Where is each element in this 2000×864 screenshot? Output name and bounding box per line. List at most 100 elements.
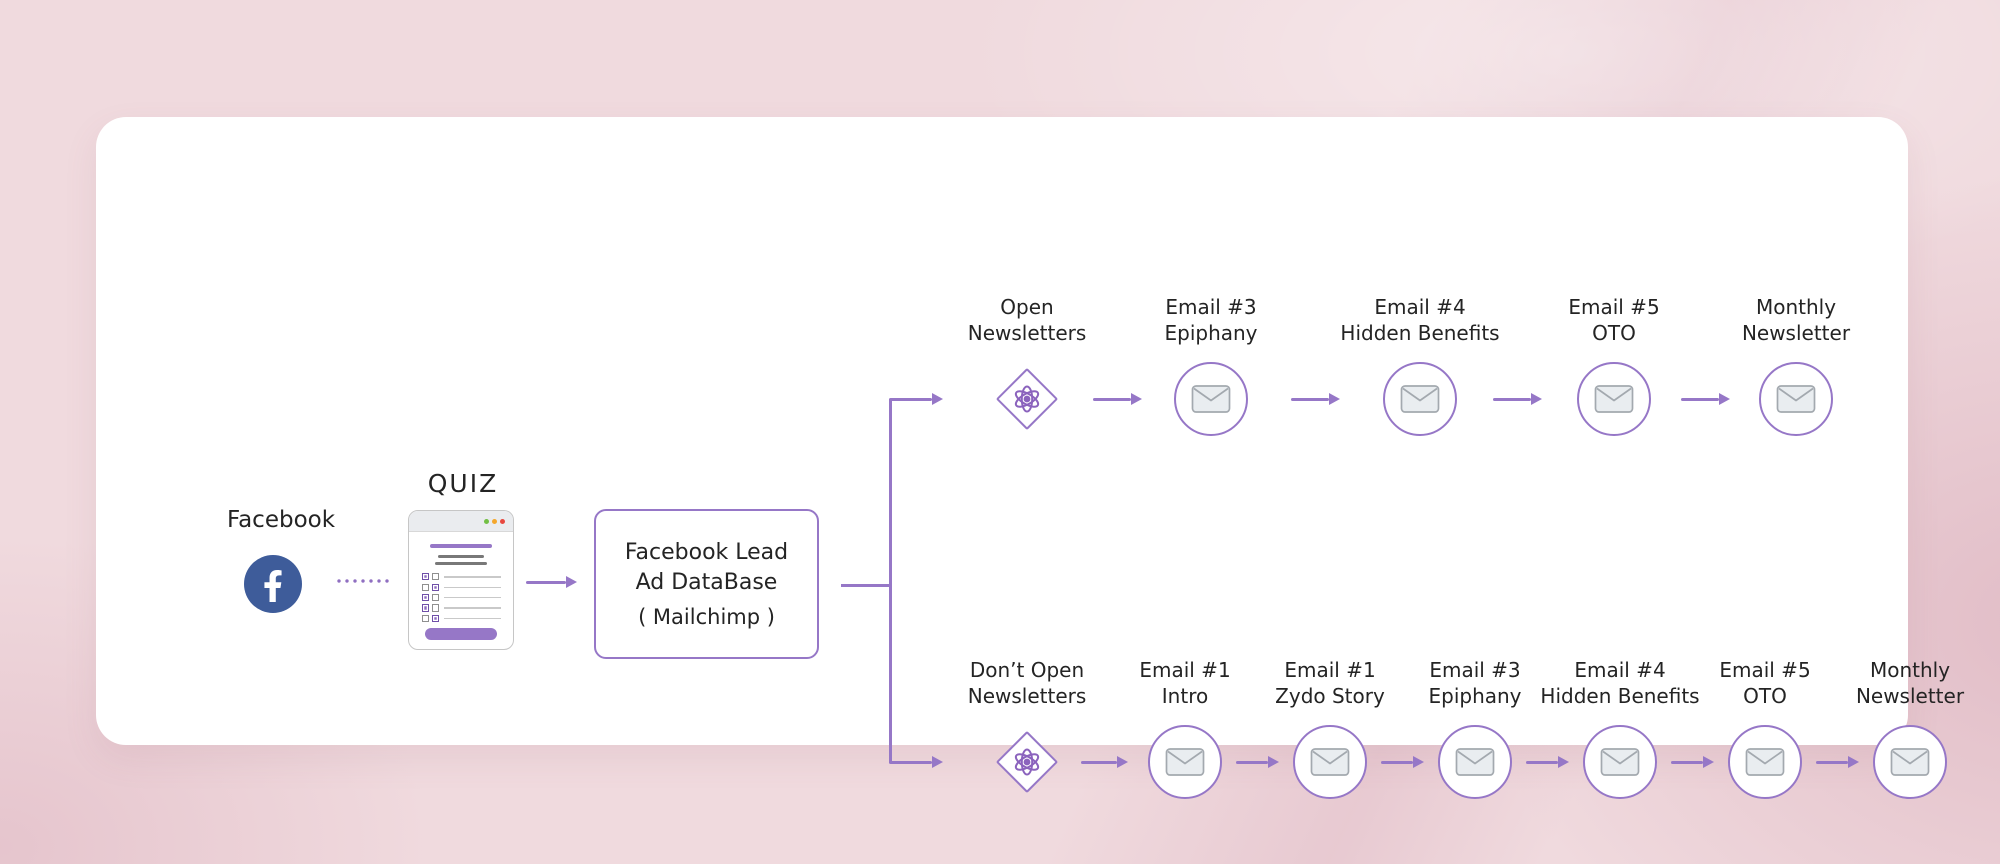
facebook-f-glyph	[264, 569, 282, 602]
dotted-connector-facebook-to-quiz	[335, 579, 393, 583]
checkbox-empty-icon	[422, 614, 430, 623]
label-line1: Email #1	[1139, 658, 1231, 682]
email-icon	[1400, 385, 1440, 413]
label-line2: Hidden Benefits	[1540, 684, 1700, 708]
checkbox-filled-icon	[422, 604, 430, 612]
checkbox-filled-icon	[422, 573, 430, 581]
checkbox-filled-icon	[422, 594, 430, 602]
label-line1: Email #5	[1719, 658, 1811, 682]
checkbox-empty-icon	[431, 573, 439, 581]
email-icon	[1455, 748, 1495, 776]
quiz-form-body	[409, 532, 513, 649]
email-node	[1174, 362, 1248, 436]
arrow-step	[1236, 761, 1268, 764]
label-line2: Zydo Story	[1275, 684, 1385, 708]
arrow-step	[1081, 761, 1117, 764]
checkbox-empty-icon	[431, 594, 439, 602]
arrow-quiz-to-database	[526, 581, 566, 584]
traffic-light-green-icon	[484, 518, 489, 524]
checkbox-empty-icon	[431, 604, 439, 612]
label-line1: Don’t Open	[969, 658, 1085, 682]
atom-icon	[1012, 385, 1042, 413]
email-icon	[1890, 748, 1930, 776]
step-label: Email #3 Epiphany	[1428, 657, 1521, 709]
arrow-step	[1381, 761, 1413, 764]
option-text-line	[443, 596, 501, 599]
email-icon	[1745, 748, 1785, 776]
email-node	[1383, 362, 1457, 436]
arrow-step	[1816, 761, 1848, 764]
label-line2: Newsletter	[1741, 321, 1851, 345]
label-line2: Newsletter	[1855, 684, 1965, 708]
label-line1: Monthly	[1869, 658, 1951, 682]
quiz-submit-button	[425, 628, 497, 640]
quiz-options-list	[422, 573, 501, 625]
label-line1: Open	[1000, 295, 1054, 319]
step-label: Monthly Newsletter	[1856, 657, 1964, 709]
email-node	[1438, 725, 1512, 799]
label-line2: Newsletters	[967, 684, 1087, 708]
label-line1: Email #1	[1284, 658, 1376, 682]
quiz-option-row	[422, 573, 501, 581]
checkbox-filled-icon	[431, 583, 439, 591]
database-label-line1: Facebook Lead	[624, 539, 789, 565]
email-node	[1577, 362, 1651, 436]
database-box: Facebook Lead Ad DataBase ( Mailchimp )	[594, 509, 819, 659]
email-icon	[1600, 748, 1640, 776]
email-node	[1148, 725, 1222, 799]
arrow-step	[1526, 761, 1558, 764]
database-label-line2: Ad DataBase	[635, 569, 778, 595]
email-node	[1293, 725, 1367, 799]
email-icon	[1776, 385, 1816, 413]
label-line1: Email #4	[1574, 658, 1666, 682]
option-text-line	[443, 586, 501, 589]
label-line1: Email #3	[1165, 295, 1257, 319]
quiz-text-line	[438, 555, 484, 558]
step-label: Email #4 Hidden Benefits	[1540, 657, 1699, 709]
option-text-line	[443, 607, 501, 609]
arrow-step	[1291, 398, 1329, 401]
email-node	[1728, 725, 1802, 799]
email-icon	[1594, 385, 1634, 413]
quiz-option-row	[422, 614, 501, 623]
arrow-step	[1681, 398, 1719, 401]
funnel-diagram-card: Facebook QUIZ	[96, 117, 1964, 799]
label-line2: Hidden Benefits	[1340, 321, 1500, 345]
arrow-step	[1493, 398, 1531, 401]
label-line2: OTO	[1592, 321, 1636, 345]
step-label: Email #4 Hidden Benefits	[1340, 294, 1499, 346]
database-label-line3: ( Mailchimp )	[638, 604, 775, 629]
quiz-title-bar	[430, 544, 492, 548]
step-label: Email #5 OTO	[1568, 294, 1659, 346]
facebook-label: Facebook	[226, 507, 336, 533]
email-icon	[1191, 385, 1231, 413]
atom-icon	[1012, 748, 1042, 776]
email-icon	[1165, 748, 1205, 776]
label-line2: Newsletters	[967, 321, 1087, 345]
step-label: Email #1 Intro	[1139, 657, 1230, 709]
label-line2: Epiphany	[1164, 321, 1258, 345]
step-label: Email #1 Zydo Story	[1275, 657, 1385, 709]
condition-node-dont-open	[994, 729, 1060, 795]
step-label: Monthly Newsletter	[1742, 294, 1850, 346]
quiz-label: QUIZ	[427, 469, 499, 498]
label-line2: OTO	[1743, 684, 1787, 708]
step-label: Email #3 Epiphany	[1164, 294, 1257, 346]
quiz-option-row	[422, 594, 501, 602]
quiz-browser-window	[408, 510, 514, 650]
quiz-text-line	[435, 562, 487, 565]
condition-node-open	[994, 366, 1060, 432]
branch-split-line	[889, 399, 892, 763]
email-node	[1759, 362, 1833, 436]
option-text-line	[443, 576, 501, 578]
label-line1: Email #5	[1568, 295, 1660, 319]
quiz-option-row	[422, 583, 501, 591]
arrow-step	[1093, 398, 1131, 401]
arrow-to-dont-open-branch	[889, 761, 932, 764]
condition-label-dont-open: Don’t Open Newsletters	[968, 657, 1087, 709]
email-icon	[1310, 748, 1350, 776]
quiz-option-row	[422, 604, 501, 612]
traffic-light-yellow-icon	[492, 518, 497, 524]
step-label: Email #5 OTO	[1719, 657, 1810, 709]
